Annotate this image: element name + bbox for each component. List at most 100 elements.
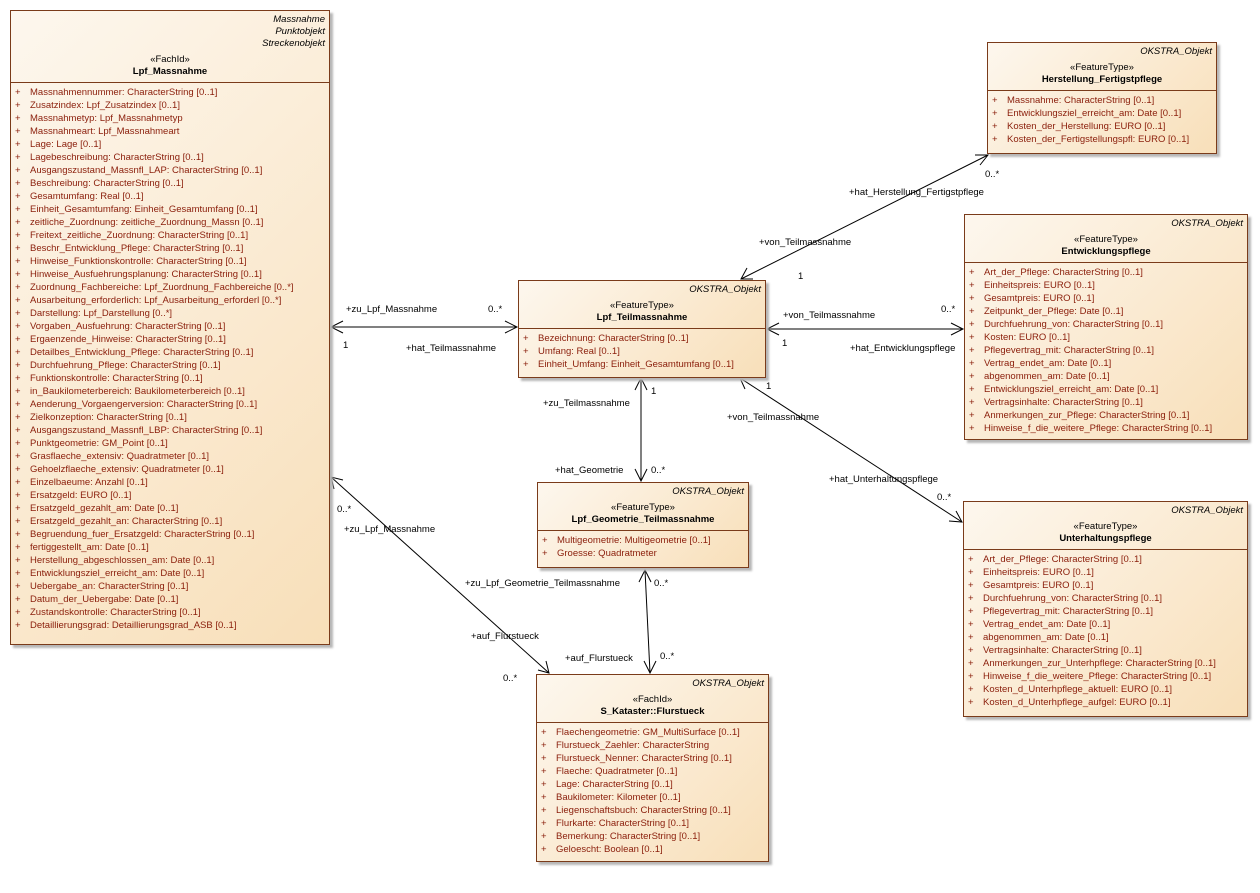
visibility-marker: + bbox=[15, 477, 21, 488]
attribute-row: +Flurkarte: CharacterString [0..1] bbox=[539, 817, 766, 830]
visibility-marker: + bbox=[969, 371, 975, 382]
attribute-row: +Lage: CharacterString [0..1] bbox=[539, 778, 766, 791]
multiplicity: 0..* bbox=[654, 578, 669, 589]
visibility-marker: + bbox=[15, 425, 21, 436]
class-name: Entwicklungspflege bbox=[1061, 246, 1151, 257]
attribute-row: +Vorgaben_Ausfuehrung: CharacterString [… bbox=[13, 320, 327, 333]
attribute-text: Multigeometrie: Multigeometrie [0..1] bbox=[557, 535, 711, 546]
class-lpf-massnahme[interactable]: Massnahme Punktobjekt Streckenobjekt «Fa… bbox=[10, 10, 330, 645]
attribute-row: +abgenommen_am: Date [0..1] bbox=[966, 631, 1245, 644]
class-entwicklungspflege[interactable]: OKSTRA_Objekt «FeatureType» Entwicklungs… bbox=[964, 214, 1248, 440]
class-unterhaltungspflege[interactable]: OKSTRA_Objekt «FeatureType» Unterhaltung… bbox=[963, 501, 1248, 717]
attribute-text: Groesse: Quadratmeter bbox=[557, 548, 657, 559]
multiplicity: 0..* bbox=[941, 304, 956, 315]
visibility-marker: + bbox=[969, 319, 975, 330]
attribute-row: +Lagebeschreibung: CharacterString [0..1… bbox=[13, 151, 327, 164]
attribute-row: +Pflegevertrag_mit: CharacterString [0..… bbox=[966, 605, 1245, 618]
attribute-text: Flaeche: Quadratmeter [0..1] bbox=[556, 766, 678, 777]
visibility-marker: + bbox=[968, 606, 974, 617]
multiplicity: 1 bbox=[798, 271, 804, 282]
visibility-marker: + bbox=[15, 295, 21, 306]
visibility-marker: + bbox=[15, 204, 21, 215]
class-name: Lpf_Teilmassnahme bbox=[596, 312, 688, 323]
attribute-row: +Grasflaeche_extensiv: Quadratmeter [0..… bbox=[13, 450, 327, 463]
attribute-row: +Massnahme: CharacterString [0..1] bbox=[990, 94, 1214, 107]
attribute-row: +Kosten_d_Unterhpflege_aufgel: EURO [0..… bbox=[966, 696, 1245, 709]
attribute-list: +Flaechengeometrie: GM_MultiSurface [0..… bbox=[537, 722, 768, 858]
attribute-list: + Multigeometrie: Multigeometrie [0..1] + G… bbox=[538, 530, 748, 562]
attribute-row: +Beschreibung: CharacterString [0..1] bbox=[13, 177, 327, 190]
attribute-row: +Flaeche: Quadratmeter [0..1] bbox=[539, 765, 766, 778]
attribute-row: +Ersatzgeld_gezahlt_an: CharacterString … bbox=[13, 515, 327, 528]
visibility-marker: + bbox=[969, 358, 975, 369]
attribute-text: Baukilometer: Kilometer [0..1] bbox=[556, 792, 681, 803]
visibility-marker: + bbox=[542, 535, 548, 546]
attribute-text: Gesamtpreis: EURO [0..1] bbox=[983, 580, 1094, 591]
class-stereotype: «FachId» bbox=[150, 54, 190, 65]
class-herstellung-fertigstpflege[interactable]: OKSTRA_Objekt «FeatureType» Herstellung_… bbox=[987, 42, 1217, 154]
attribute-text: Hinweise_Funktionskontrolle: CharacterSt… bbox=[30, 256, 247, 267]
visibility-marker: + bbox=[541, 779, 547, 790]
visibility-marker: + bbox=[969, 332, 975, 343]
class-lpf-teilmassnahme[interactable]: OKSTRA_Objekt «FeatureType» Lpf_Teilmass… bbox=[518, 280, 766, 378]
attribute-text: Massnahme: CharacterString [0..1] bbox=[1007, 95, 1155, 106]
attribute-row: +Aenderung_Vorgaengerversion: CharacterS… bbox=[13, 398, 327, 411]
attribute-text: Zustandskontrolle: CharacterString [0..1… bbox=[30, 607, 201, 618]
top-label: OKSTRA_Objekt bbox=[1171, 505, 1243, 516]
visibility-marker: + bbox=[969, 267, 975, 278]
visibility-marker: + bbox=[15, 555, 21, 566]
attribute-text: Durchfuehrung_von: CharacterString [0..1… bbox=[984, 319, 1164, 330]
attribute-text: Beschr_Entwicklung_Pflege: CharacterStri… bbox=[30, 243, 244, 254]
visibility-marker: + bbox=[15, 282, 21, 293]
class-stereotype: «FeatureType» bbox=[611, 502, 675, 513]
attribute-row: +Punktgeometrie: GM_Point [0..1] bbox=[13, 437, 327, 450]
attribute-text: Gesamtumfang: Real [0..1] bbox=[30, 191, 144, 202]
attribute-text: Kosten_d_Unterhpflege_aktuell: EURO [0..… bbox=[983, 684, 1173, 695]
attribute-row: +Massnahmeart: Lpf_Massnahmeart bbox=[13, 125, 327, 138]
visibility-marker: + bbox=[541, 805, 547, 816]
attribute-row: +Entwicklungsziel_erreicht_am: Date [0..… bbox=[967, 383, 1245, 396]
attribute-row: +Entwicklungsziel_erreicht_am: Date [0..… bbox=[13, 567, 327, 580]
attribute-text: Geloescht: Boolean [0..1] bbox=[556, 844, 663, 855]
multiplicity: 0..* bbox=[651, 465, 666, 476]
attribute-text: Lagebeschreibung: CharacterString [0..1] bbox=[30, 152, 204, 163]
attribute-text: Hinweise_f_die_weitere_Pflege: Character… bbox=[984, 423, 1213, 434]
visibility-marker: + bbox=[968, 554, 974, 565]
visibility-marker: + bbox=[15, 178, 21, 189]
multiplicity: 0..* bbox=[985, 169, 1000, 180]
attribute-row: + Kosten: EURO [0..1] bbox=[967, 331, 1245, 344]
class-lpf-geometrie-teilmassnahme[interactable]: OKSTRA_Objekt «FeatureType» Lpf_Geometri… bbox=[537, 482, 749, 568]
attribute-row: +Zuordnung_Fachbereiche: Lpf_Zuordnung_F… bbox=[13, 281, 327, 294]
visibility-marker: + bbox=[968, 580, 974, 591]
attribute-row: +Ausgangszustand_Massnfl_LAP: CharacterS… bbox=[13, 164, 327, 177]
attribute-row: + Durchfuehrung_von: CharacterString [0..… bbox=[967, 318, 1245, 331]
attribute-row: +Einheitspreis: EURO [0..1] bbox=[967, 279, 1245, 292]
attribute-row: + Gesamtpreis: EURO [0..1] bbox=[966, 579, 1245, 592]
attribute-text: Kosten_der_Fertigstellungspfl: EURO [0..… bbox=[1007, 134, 1190, 145]
attribute-text: Massnahmetyp: Lpf_Massnahmetyp bbox=[30, 113, 183, 124]
attribute-row: +Einheit_Gesamtumfang: Einheit_Gesamtumf… bbox=[13, 203, 327, 216]
visibility-marker: + bbox=[15, 217, 21, 228]
attribute-row: +Beschr_Entwicklung_Pflege: CharacterStr… bbox=[13, 242, 327, 255]
visibility-marker: + bbox=[542, 548, 548, 559]
attribute-text: Kosten: EURO [0..1] bbox=[984, 332, 1071, 343]
class-flurstueck[interactable]: OKSTRA_Objekt «FachId» S_Kataster::Flurs… bbox=[536, 674, 769, 862]
attribute-row: +Anmerkungen_zur_Pflege: CharacterString… bbox=[967, 409, 1245, 422]
attribute-text: Anmerkungen_zur_Pflege: CharacterString … bbox=[984, 410, 1190, 421]
top-label: OKSTRA_Objekt bbox=[692, 678, 764, 689]
attribute-row: +Pflegevertrag_mit: CharacterString [0..… bbox=[967, 344, 1245, 357]
role-hat-teilmassnahme: +hat_Teilmassnahme bbox=[406, 343, 497, 354]
visibility-marker: + bbox=[15, 373, 21, 384]
visibility-marker: + bbox=[15, 87, 21, 98]
multiplicity: 0..* bbox=[488, 304, 503, 315]
attribute-row: + Multigeometrie: Multigeometrie [0..1] bbox=[540, 534, 746, 547]
attribute-text: Hinweise_f_die_weitere_Pflege: Character… bbox=[983, 671, 1212, 682]
attribute-text: Begruendung_fuer_Ersatzgeld: CharacterSt… bbox=[30, 529, 255, 540]
attribute-row: +Lage: Lage [0..1] bbox=[13, 138, 327, 151]
role-von-teilmassnahme: +von_Teilmassnahme bbox=[759, 237, 852, 248]
visibility-marker: + bbox=[15, 230, 21, 241]
attribute-text: Ersatzgeld: EURO [0..1] bbox=[30, 490, 132, 501]
visibility-marker: + bbox=[968, 593, 974, 604]
visibility-marker: + bbox=[968, 697, 974, 708]
